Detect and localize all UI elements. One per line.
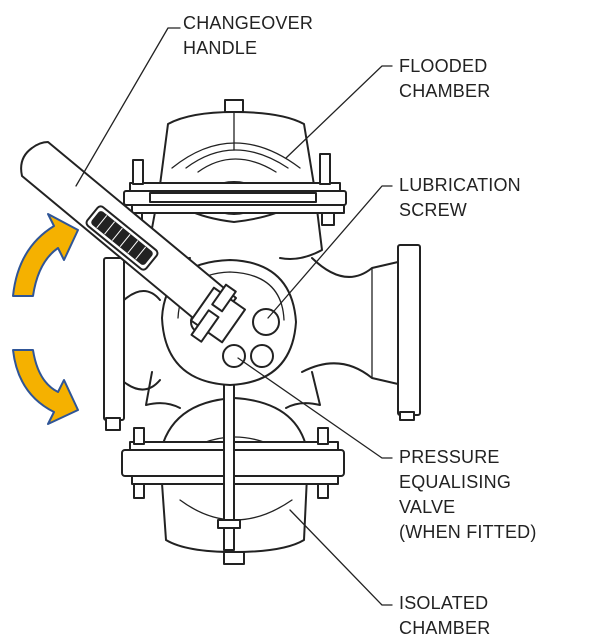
- label-line: FLOODED: [399, 56, 488, 76]
- label-line: CHANGEOVER: [183, 13, 314, 33]
- curved-arrow-up-icon: [12, 213, 79, 297]
- label-flooded-chamber: FLOODED CHAMBER: [399, 54, 490, 104]
- label-line: LUBRICATION: [399, 175, 521, 195]
- label-line: PRESSURE: [399, 447, 500, 467]
- label-line: HANDLE: [183, 38, 258, 58]
- outlet-flange: [301, 244, 421, 421]
- lower-clamp-bar: [121, 379, 345, 551]
- label-pressure-equalising-valve: PRESSURE EQUALISING VALVE (WHEN FITTED): [399, 445, 537, 545]
- upper-clamp-bar: [123, 153, 347, 226]
- label-line: CHAMBER: [399, 81, 491, 101]
- label-line: CHAMBER: [399, 618, 491, 638]
- handle-grip: [85, 205, 159, 271]
- label-line: SCREW: [399, 200, 467, 220]
- changeover-handle: [20, 141, 247, 344]
- label-isolated-chamber: ISOLATED CHAMBER: [399, 591, 490, 641]
- flooded-chamber-body: [147, 99, 323, 260]
- label-lubrication-screw: LUBRICATION SCREW: [399, 173, 521, 223]
- label-line: ISOLATED: [399, 593, 489, 613]
- label-line: EQUALISING: [399, 472, 512, 492]
- inlet-pipe: [103, 257, 161, 431]
- curved-arrow-down-icon: [12, 349, 79, 425]
- leader-lines: [75, 27, 393, 606]
- label-changeover-handle: CHANGEOVER HANDLE: [183, 11, 313, 61]
- label-line: (WHEN FITTED): [399, 522, 537, 542]
- label-line: VALVE: [399, 497, 456, 517]
